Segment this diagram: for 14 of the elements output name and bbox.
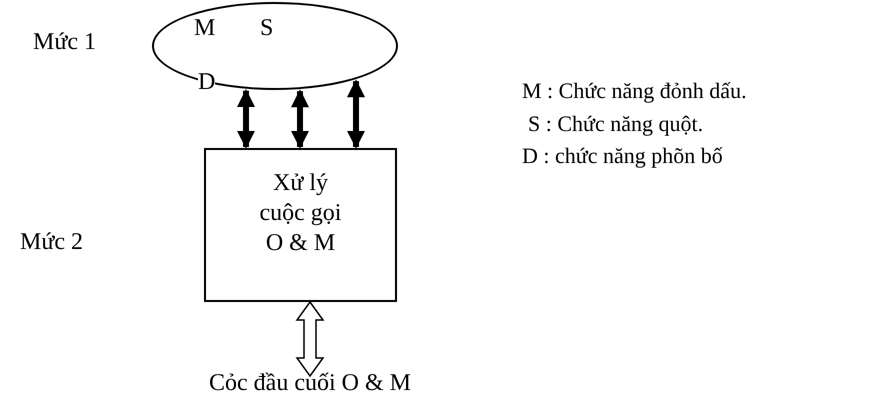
thick-double-arrow <box>237 88 255 149</box>
box-text: Xử lý cuộc gọi O & M <box>258 169 342 258</box>
level-label: Mức 1 <box>33 30 96 54</box>
process-box <box>204 148 397 302</box>
thick-double-arrow <box>347 79 365 149</box>
letter: M <box>194 16 216 40</box>
note-text: S : Chức năng quột. <box>528 113 704 135</box>
note-text: M : Chức năng đỏnh dấu. <box>522 80 747 102</box>
terminal-text: Cỏc đầu cuối O & M <box>209 369 411 398</box>
thick-double-arrow <box>291 89 309 149</box>
level-label: Mức 2 <box>20 230 83 254</box>
note-text: D : chức năng phõn bố <box>522 145 723 167</box>
double-arrow <box>296 300 324 378</box>
letter: S <box>260 16 274 40</box>
